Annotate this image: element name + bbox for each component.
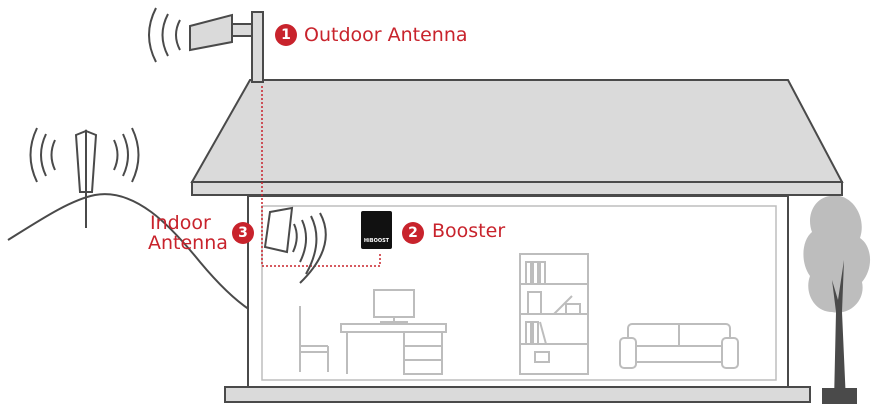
booster-label: Booster: [432, 220, 506, 242]
callout-badge-2: 2: [402, 222, 424, 244]
outdoor-antenna-icon: [148, 7, 253, 63]
chair-icon: [299, 306, 329, 372]
bookshelf-icon: [519, 253, 589, 375]
indoor-antenna-icon: [263, 206, 327, 284]
antenna-mast: [251, 11, 264, 83]
callout-badge-1: 1: [275, 24, 297, 46]
sofa-icon: [619, 323, 739, 369]
cable-route: [261, 86, 381, 267]
house-floor: [224, 386, 811, 403]
desk-icon: [340, 323, 447, 375]
indoor-antenna-label-line2: Antenna: [148, 232, 228, 254]
cell-tower-icon: [29, 127, 140, 228]
roof: [190, 79, 844, 183]
booster-brand-text: HiBOOST: [364, 238, 390, 244]
roof-eave: [191, 181, 843, 196]
booster-device-icon: HiBOOST: [361, 211, 392, 249]
callout-badge-3: 3: [232, 222, 254, 244]
computer-monitor-icon: [373, 289, 415, 323]
outdoor-antenna-label: Outdoor Antenna: [304, 24, 468, 46]
hill: [7, 193, 251, 311]
tree-icon: [803, 196, 871, 404]
indoor-antenna-label-line1: Indoor: [150, 212, 211, 234]
